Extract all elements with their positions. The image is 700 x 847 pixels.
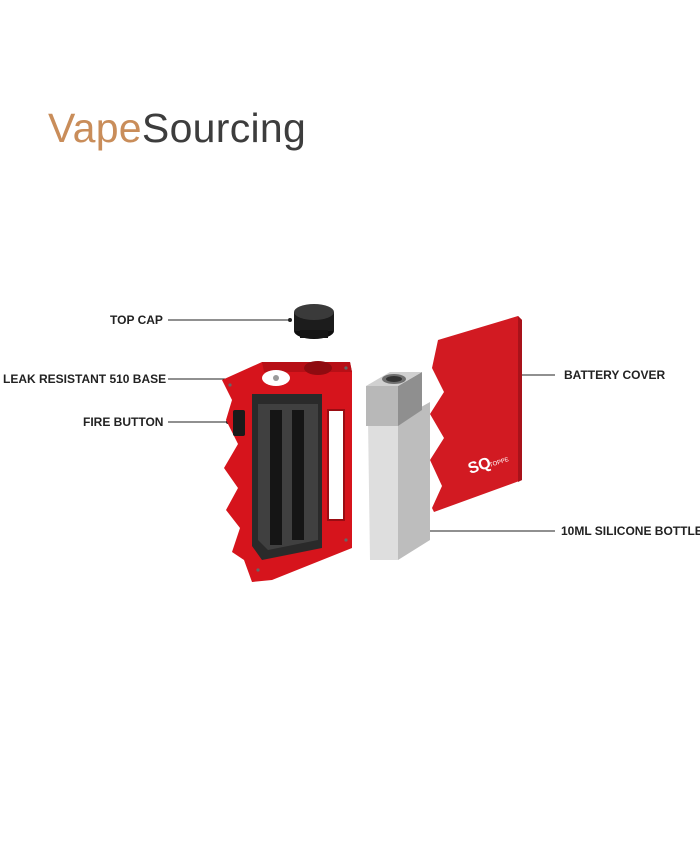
callout-top-cap: TOP CAP	[110, 314, 163, 326]
callout-bottle: 10ML SILICONE BOTTLE	[561, 525, 700, 537]
callout-fire-button: FIRE BUTTON	[83, 416, 163, 428]
fire-button-shape	[233, 410, 245, 436]
battery-cover: SQ TOPPE	[430, 316, 522, 512]
callout-battery-cover: BATTERY COVER	[564, 369, 665, 381]
silicone-bottle	[366, 372, 430, 560]
callout-base: LEAK RESISTANT 510 BASE	[3, 373, 166, 385]
mod-body	[222, 361, 352, 582]
top-cap	[294, 304, 334, 339]
